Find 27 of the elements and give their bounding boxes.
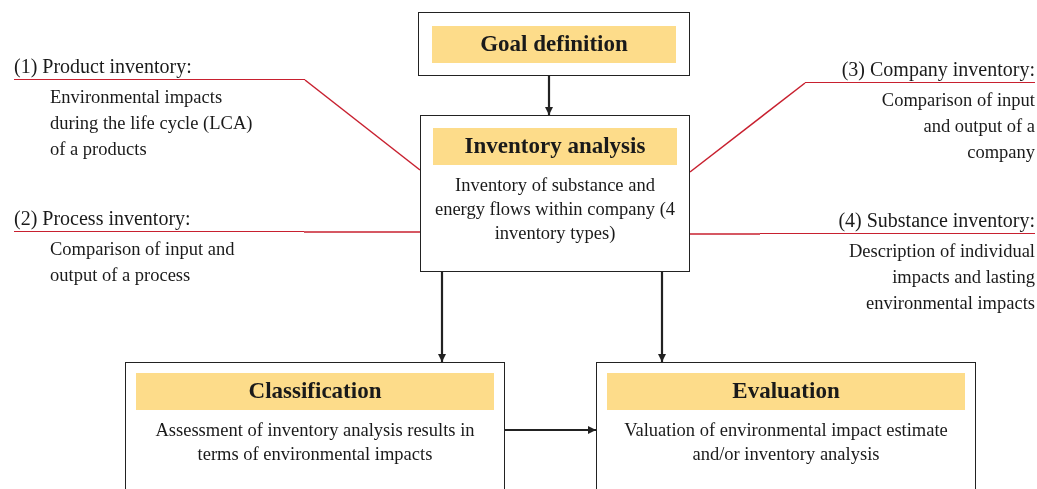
box-heading: Goal definition	[432, 26, 676, 63]
arrow	[438, 272, 446, 362]
leader-line	[304, 79, 421, 171]
box-description: Assessment of inventory analysis results in terms of environmental impacts	[154, 419, 476, 466]
process-box	[125, 362, 505, 489]
inventory-heading: (1) Product inventory:	[14, 54, 305, 80]
box-heading: Classification	[136, 373, 494, 410]
inventory-description: Environmental impacts during the life cycle (LCA) of a products	[50, 86, 254, 161]
arrow	[505, 426, 596, 434]
box-heading: Evaluation	[607, 373, 965, 410]
process-box	[418, 12, 690, 76]
leader-line	[689, 233, 761, 235]
process-box	[420, 115, 690, 272]
box-description: Valuation of environmental impact estimate and/or inventory analysis	[623, 419, 949, 466]
inventory-heading: (3) Company inventory:	[805, 57, 1035, 83]
inventory-description: Description of individual impacts and lasting environmental impacts	[848, 240, 1035, 315]
process-box	[596, 362, 976, 489]
box-heading: Inventory analysis	[433, 128, 677, 165]
inventory-description: Comparison of input and output of a process	[50, 238, 236, 287]
leader-line	[303, 231, 421, 233]
leader-line	[689, 82, 806, 173]
arrow	[545, 76, 553, 115]
inventory-heading: (2) Process inventory:	[14, 206, 304, 232]
arrow	[658, 272, 666, 362]
inventory-description: Comparison of input and output of a company	[880, 89, 1035, 164]
inventory-heading: (4) Substance inventory:	[760, 208, 1035, 234]
box-description: Inventory of substance and energy flows within company (4 inventory types)	[433, 174, 677, 245]
